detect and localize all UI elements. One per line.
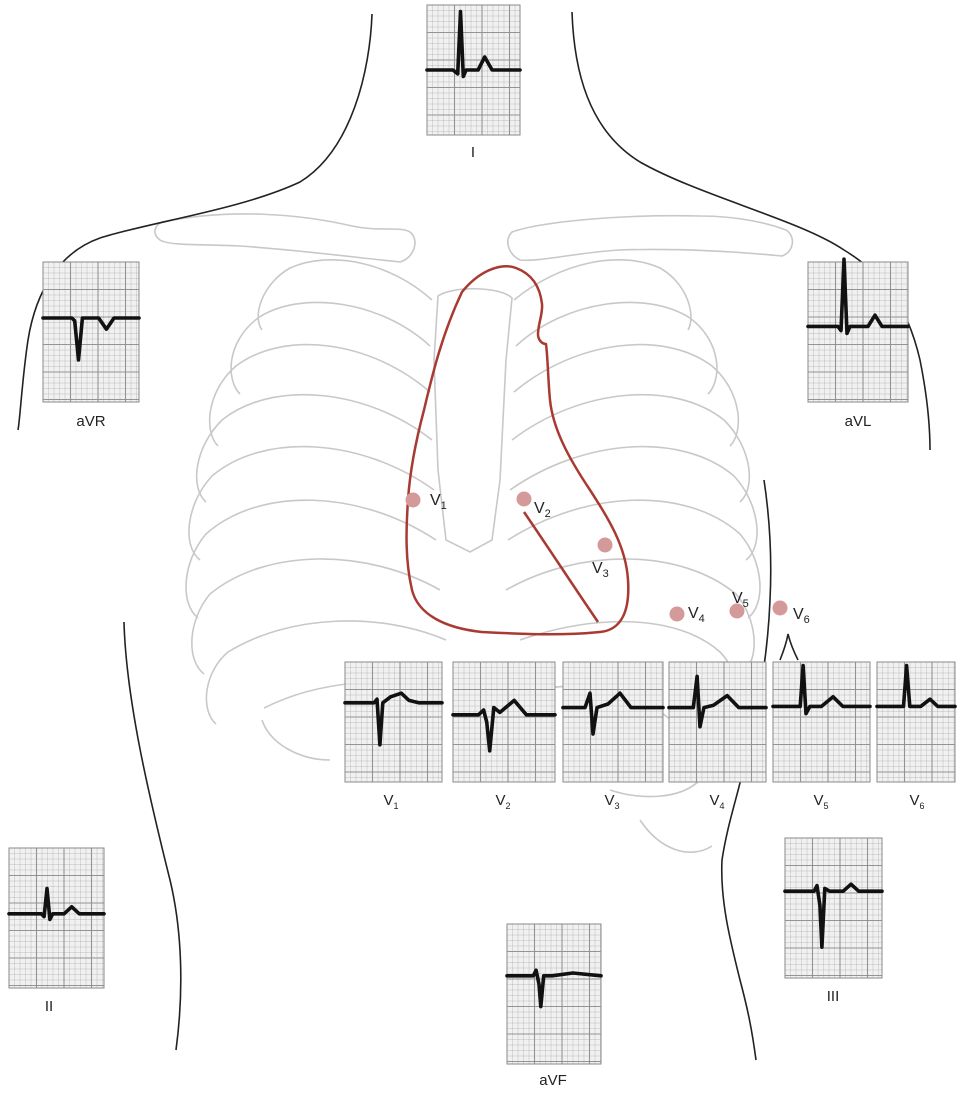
lead-v5-label-main: V — [813, 792, 823, 809]
electrode-v1-label: V1 — [430, 492, 447, 512]
lead-i-label: I — [471, 144, 475, 161]
lead-avl-label-main: aVL — [845, 413, 872, 430]
lead-v6-label-main: V — [909, 792, 919, 809]
lead-iii-label-main: III — [827, 988, 840, 1005]
grid-background — [877, 662, 955, 782]
grid-background — [43, 262, 139, 402]
grid-background — [9, 848, 104, 988]
lead-v2-label-subscript: 2 — [506, 801, 511, 811]
electrode-v4-dot — [670, 607, 685, 622]
lead-v1-label: V1 — [383, 792, 398, 811]
lead-v4-label: V4 — [709, 792, 724, 811]
clavicle-left — [508, 216, 793, 261]
lead-v5-label-subscript: 5 — [824, 801, 829, 811]
lead-v6-label: V6 — [909, 792, 924, 811]
electrode-v1: V1 — [406, 492, 447, 512]
electrode-v5: V5 — [730, 590, 749, 619]
lead-avr-label: aVR — [76, 413, 105, 430]
electrode-v2-label: V2 — [534, 500, 551, 520]
grid-background — [563, 662, 663, 782]
lead-v1-label-main: V — [383, 792, 393, 809]
electrode-v3-label: V3 — [592, 560, 609, 580]
lead-v3-strip: V3 — [563, 662, 663, 811]
electrode-v6-dot — [773, 601, 788, 616]
lead-avl-label: aVL — [845, 413, 872, 430]
interventricular-groove — [524, 512, 598, 622]
lead-avr-strip: aVR — [43, 262, 139, 430]
lead-ii-strip: II — [9, 848, 104, 1015]
lead-v4-label-main: V — [709, 792, 719, 809]
lead-avf-strip: aVF — [507, 924, 601, 1089]
grid-background — [507, 924, 601, 1064]
electrode-v6: V6 — [773, 601, 810, 627]
lead-v5-label: V5 — [813, 792, 828, 811]
lead-v2-label-main: V — [495, 792, 505, 809]
electrode-v6-label: V6 — [793, 606, 810, 626]
lead-v3-label-main: V — [604, 792, 614, 809]
electrode-v4: V4 — [670, 605, 705, 625]
electrode-v3-dot — [598, 538, 613, 553]
lead-iii-label: III — [827, 988, 840, 1005]
electrode-v4-label: V4 — [688, 605, 705, 625]
lead-avl-strip: aVL — [808, 259, 908, 430]
lead-v2-label: V2 — [495, 792, 510, 811]
lead-iii-strip: III — [785, 838, 882, 1005]
electrode-v2-dot — [517, 492, 532, 507]
heart-outline — [407, 266, 629, 634]
lead-avf-label: aVF — [539, 1072, 567, 1089]
grid-background — [453, 662, 555, 782]
electrode-v1-dot — [406, 493, 421, 508]
lead-v6-strip: V6 — [877, 662, 955, 811]
heart — [407, 266, 629, 634]
lead-avr-label-main: aVR — [76, 413, 105, 430]
lead-v1-strip: V1 — [345, 662, 442, 811]
lead-v3-label: V3 — [604, 792, 619, 811]
lead-v4-label-subscript: 4 — [720, 801, 725, 811]
electrode-v2: V2 — [517, 492, 551, 521]
lead-v3-label-subscript: 3 — [615, 801, 620, 811]
lead-v2-strip: V2 — [453, 662, 555, 811]
lead-ii-label: II — [45, 998, 53, 1015]
torso-side-right — [124, 622, 181, 1050]
lead-v6-label-subscript: 6 — [920, 801, 925, 811]
grid-background — [808, 262, 908, 402]
lead-i-strip: I — [427, 5, 520, 161]
lead-i-label-main: I — [471, 144, 475, 161]
clavicle-right — [155, 214, 415, 262]
electrode-v6-lead-wire — [780, 634, 798, 660]
lead-v4-strip: V4 — [669, 662, 766, 811]
lead-ii-label-main: II — [45, 998, 53, 1015]
lead-v5-strip: V5 — [773, 662, 870, 811]
lead-v1-label-subscript: 1 — [394, 801, 399, 811]
lead-avf-label-main: aVF — [539, 1072, 567, 1089]
